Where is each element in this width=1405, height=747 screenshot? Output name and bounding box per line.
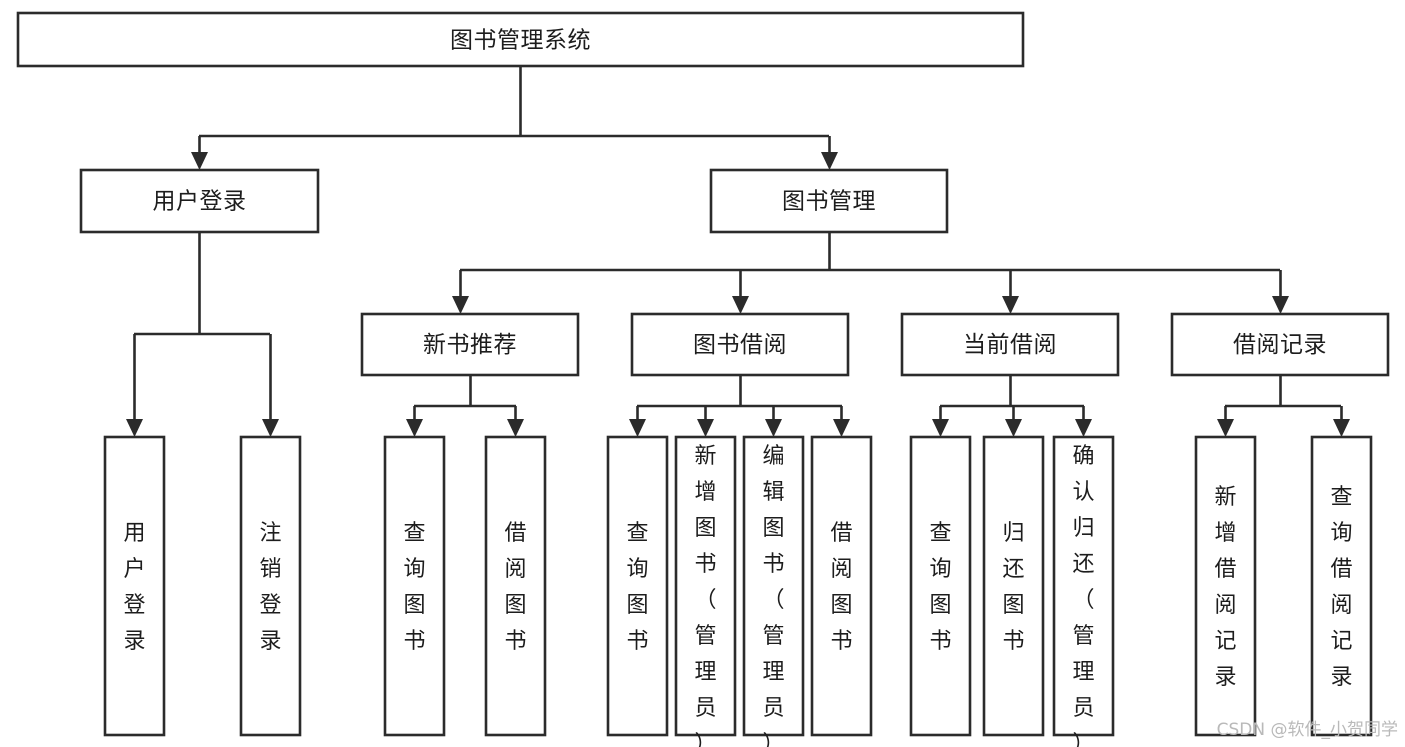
node-leaf-borrow-book-2-rect[interactable]	[810, 435, 873, 737]
arrow-to-current-borrow	[1002, 296, 1019, 314]
node-borrow-records[interactable]: 借阅记录	[1170, 312, 1390, 377]
node-book-borrow-rect[interactable]	[630, 312, 850, 377]
vertical-text: 新增借阅记录	[1214, 485, 1236, 690]
arrow-to-leaf-query-borrow-record	[1333, 419, 1350, 437]
node-leaf-user-login-rect[interactable]	[103, 435, 166, 737]
arrow-to-user-login	[191, 152, 208, 170]
vertical-text: 编辑图书（管理员）	[762, 444, 784, 747]
vertical-text: 新增图书（管理员）	[694, 444, 716, 747]
node-leaf-query-book-2-rect[interactable]	[606, 435, 669, 737]
node-leaf-return-book-rect[interactable]	[982, 435, 1045, 737]
csdn-watermark: CSDN @软件_小贺同学	[1217, 720, 1398, 740]
arrow-to-leaf-user-login	[126, 419, 143, 437]
node-leaf-add-book-rect[interactable]	[674, 435, 737, 737]
node-book-management-rect[interactable]	[709, 168, 949, 234]
node-leaf-borrow-book-1-label: 借阅图书	[504, 521, 526, 654]
node-leaf-edit-book-label: 编辑图书（管理员）	[762, 444, 784, 747]
node-leaf-query-book-3-label: 查询图书	[929, 521, 951, 654]
vertical-text: 查询图书	[929, 521, 951, 654]
node-new-book-recommend[interactable]: 新书推荐	[360, 312, 580, 377]
arrow-to-leaf-query-book-3	[932, 419, 949, 437]
node-leaf-query-book-3-rect[interactable]	[909, 435, 972, 737]
node-leaf-confirm-return[interactable]	[1052, 435, 1115, 737]
node-leaf-edit-book[interactable]	[742, 435, 805, 737]
arrow-to-leaf-add-borrow-record	[1217, 419, 1234, 437]
node-current-borrow-rect[interactable]	[900, 312, 1120, 377]
arrow-to-leaf-return-book	[1005, 419, 1022, 437]
node-leaf-confirm-return-label: 确认归还（管理员）	[1072, 444, 1094, 747]
node-leaf-add-borrow-record[interactable]	[1194, 435, 1257, 737]
arrow-to-leaf-query-book-2	[629, 419, 646, 437]
node-leaf-query-book-3[interactable]	[909, 435, 972, 737]
node-leaf-query-book-2-label: 查询图书	[626, 521, 648, 654]
node-leaf-edit-book-rect[interactable]	[742, 435, 805, 737]
node-book-borrow[interactable]: 图书借阅	[630, 312, 850, 377]
arrow-to-leaf-confirm-return	[1075, 419, 1092, 437]
arrow-to-leaf-borrow-book-1	[507, 419, 524, 437]
node-leaf-query-book-1[interactable]	[383, 435, 446, 737]
node-leaf-query-borrow-record-label: 查询借阅记录	[1330, 485, 1352, 690]
node-leaf-user-login[interactable]	[103, 435, 166, 737]
arrow-to-leaf-add-book	[697, 419, 714, 437]
node-user-login-rect[interactable]	[79, 168, 320, 234]
node-leaf-add-book-label: 新增图书（管理员）	[694, 444, 716, 747]
vertical-text: 确认归还（管理员）	[1072, 444, 1094, 747]
node-leaf-user-logout[interactable]	[239, 435, 302, 737]
node-root-label: 图书管理系统	[450, 28, 591, 54]
node-leaf-query-book-1-rect[interactable]	[383, 435, 446, 737]
node-borrow-records-rect[interactable]	[1170, 312, 1390, 377]
node-leaf-query-borrow-record[interactable]	[1310, 435, 1373, 737]
node-leaf-add-borrow-record-rect[interactable]	[1194, 435, 1257, 737]
node-leaf-add-book[interactable]	[674, 435, 737, 737]
node-current-borrow[interactable]: 当前借阅	[900, 312, 1120, 377]
node-leaf-query-borrow-record-rect[interactable]	[1310, 435, 1373, 737]
node-leaf-add-borrow-record-label: 新增借阅记录	[1214, 485, 1236, 690]
node-leaf-confirm-return-rect[interactable]	[1052, 435, 1115, 737]
node-leaf-user-login-label: 用户登录	[123, 521, 145, 654]
vertical-text: 查询图书	[626, 521, 648, 654]
vertical-text: 借阅图书	[504, 521, 526, 654]
node-leaf-borrow-book-2[interactable]	[810, 435, 873, 737]
connector-layer	[126, 66, 1350, 437]
node-leaf-borrow-book-1-rect[interactable]	[484, 435, 547, 737]
vertical-text: 查询图书	[403, 521, 425, 654]
arrow-to-leaf-query-book-1	[406, 419, 423, 437]
vertical-label-layer: 用户登录 注销登录 查询图书 借阅图书 查询图书 新增图书（管理员） 编辑图书（管理员） 借阅…	[123, 444, 1352, 747]
node-leaf-return-book-label: 归还图书	[1002, 521, 1024, 654]
node-leaf-user-logout-rect[interactable]	[239, 435, 302, 737]
node-leaf-return-book[interactable]	[982, 435, 1045, 737]
arrow-to-leaf-borrow-book-2	[833, 419, 850, 437]
node-book-borrow-label: 图书借阅	[693, 332, 787, 358]
node-leaf-query-book-2[interactable]	[606, 435, 669, 737]
arrow-to-leaf-user-logout	[262, 419, 279, 437]
vertical-text: 查询借阅记录	[1330, 485, 1352, 690]
arrow-to-book-management	[821, 152, 838, 170]
arrow-to-book-borrow	[732, 296, 749, 314]
node-leaf-query-book-1-label: 查询图书	[403, 521, 425, 654]
node-new-book-recommend-label: 新书推荐	[423, 332, 517, 358]
vertical-text: 借阅图书	[830, 521, 852, 654]
node-new-book-recommend-rect[interactable]	[360, 312, 580, 377]
node-layer: 图书管理系统 用户登录 图书管理 新书推荐 图书借阅	[16, 11, 1390, 737]
node-leaf-borrow-book-2-label: 借阅图书	[830, 521, 852, 654]
node-root-rect[interactable]	[16, 11, 1025, 68]
node-user-login[interactable]: 用户登录	[79, 168, 320, 234]
node-current-borrow-label: 当前借阅	[963, 332, 1057, 358]
node-book-management-label: 图书管理	[782, 189, 876, 215]
node-leaf-borrow-book-1[interactable]	[484, 435, 547, 737]
arrow-to-borrow-records	[1272, 296, 1289, 314]
vertical-text: 注销登录	[259, 521, 281, 654]
arrow-to-leaf-edit-book	[765, 419, 782, 437]
node-borrow-records-label: 借阅记录	[1233, 332, 1327, 358]
vertical-text: 用户登录	[123, 521, 145, 654]
node-root[interactable]: 图书管理系统	[16, 11, 1025, 68]
node-book-management[interactable]: 图书管理	[709, 168, 949, 234]
node-leaf-user-logout-label: 注销登录	[259, 521, 281, 654]
node-user-login-label: 用户登录	[153, 189, 247, 215]
vertical-text: 归还图书	[1002, 521, 1024, 654]
arrow-to-new-book-recommend	[452, 296, 469, 314]
